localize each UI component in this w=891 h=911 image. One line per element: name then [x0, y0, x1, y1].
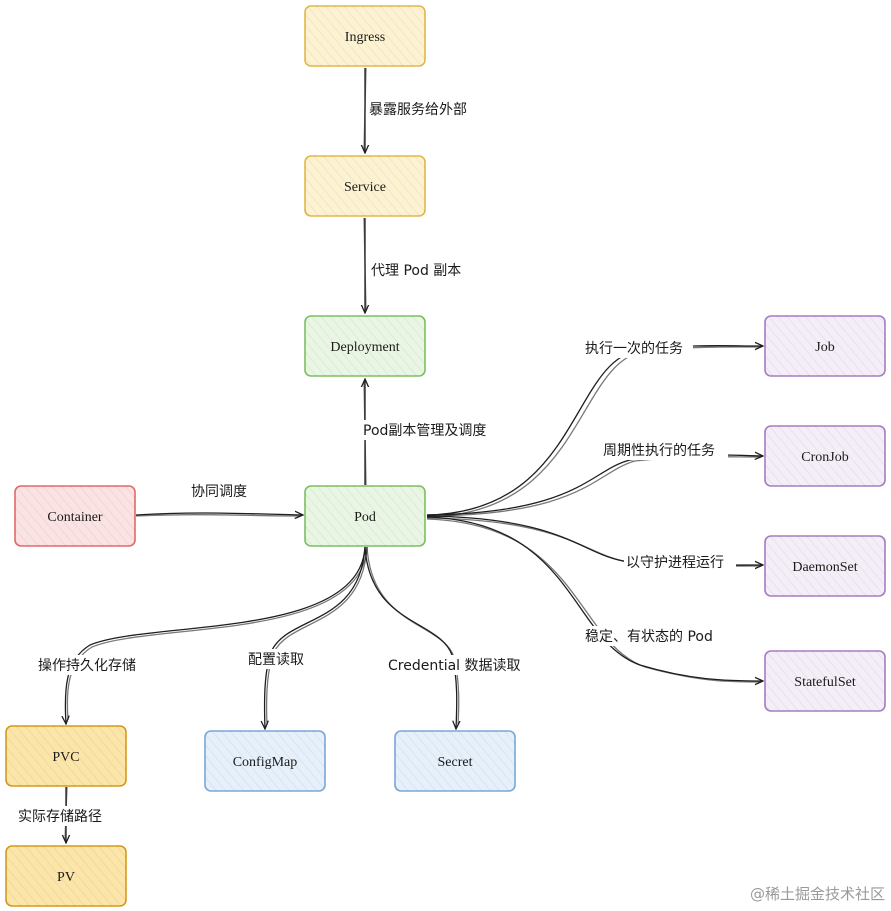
label-pvc-pv: 实际存储路径: [18, 809, 102, 825]
node-label: Container: [47, 510, 103, 525]
node-secret[interactable]: Secret: [394, 730, 516, 792]
node-pv[interactable]: PV: [5, 845, 127, 907]
node-label: DaemonSet: [792, 560, 857, 575]
node-deployment[interactable]: Deployment: [304, 315, 426, 377]
edge-pod-configmap: [265, 546, 366, 729]
node-label: StatefulSet: [794, 675, 856, 690]
node-label: Pod: [354, 510, 376, 525]
node-label: ConfigMap: [233, 755, 298, 770]
node-label: Ingress: [345, 30, 385, 45]
node-label: Deployment: [330, 340, 399, 355]
node-cronjob[interactable]: CronJob: [764, 425, 886, 487]
edge-pod-pvc: [65, 546, 366, 724]
label-service-deployment: 代理 Pod 副本: [371, 263, 461, 279]
edge-labels: 暴露服务给外部 代理 Pod 副本 Pod副本管理及调度 协同调度 执行一次的任…: [16, 99, 736, 826]
label-pod-configmap: 配置读取: [248, 651, 304, 668]
node-container[interactable]: Container: [14, 485, 136, 547]
node-service[interactable]: Service: [304, 155, 426, 217]
label-pod-daemonset: 以守护进程运行: [626, 555, 724, 571]
label-pod-job: 执行一次的任务: [585, 341, 683, 357]
node-daemonset[interactable]: DaemonSet: [764, 535, 886, 597]
node-label: Secret: [438, 755, 473, 770]
label-ingress-service: 暴露服务给外部: [369, 102, 467, 118]
label-pod-pvc: 操作持久化存储: [38, 658, 136, 674]
node-label: PV: [57, 870, 75, 885]
node-label: Job: [815, 340, 834, 355]
label-pod-cronjob: 周期性执行的任务: [603, 443, 715, 459]
edge-container-pod: [135, 513, 303, 515]
label-pod-statefulset: 稳定、有状态的 Pod: [585, 629, 713, 645]
watermark-text: @稀土掘金技术社区: [750, 885, 885, 903]
edge-pod-cronjob: [426, 455, 763, 516]
edge-pod-secret: [364, 546, 457, 729]
node-label: CronJob: [801, 450, 848, 465]
node-ingress[interactable]: Ingress: [304, 5, 426, 67]
node-pod[interactable]: Pod: [304, 485, 426, 547]
node-job[interactable]: Job: [764, 315, 886, 377]
node-statefulset[interactable]: StatefulSet: [764, 650, 886, 712]
label-container-pod: 协同调度: [191, 484, 247, 500]
node-label: PVC: [52, 750, 79, 765]
node-configmap[interactable]: ConfigMap: [204, 730, 326, 792]
label-pod-secret: Credential 数据读取: [388, 657, 521, 674]
node-label: Service: [344, 180, 386, 195]
edge-pod-job: [426, 346, 763, 516]
node-pvc[interactable]: PVC: [5, 725, 127, 787]
label-pod-deployment: Pod副本管理及调度: [363, 423, 486, 439]
